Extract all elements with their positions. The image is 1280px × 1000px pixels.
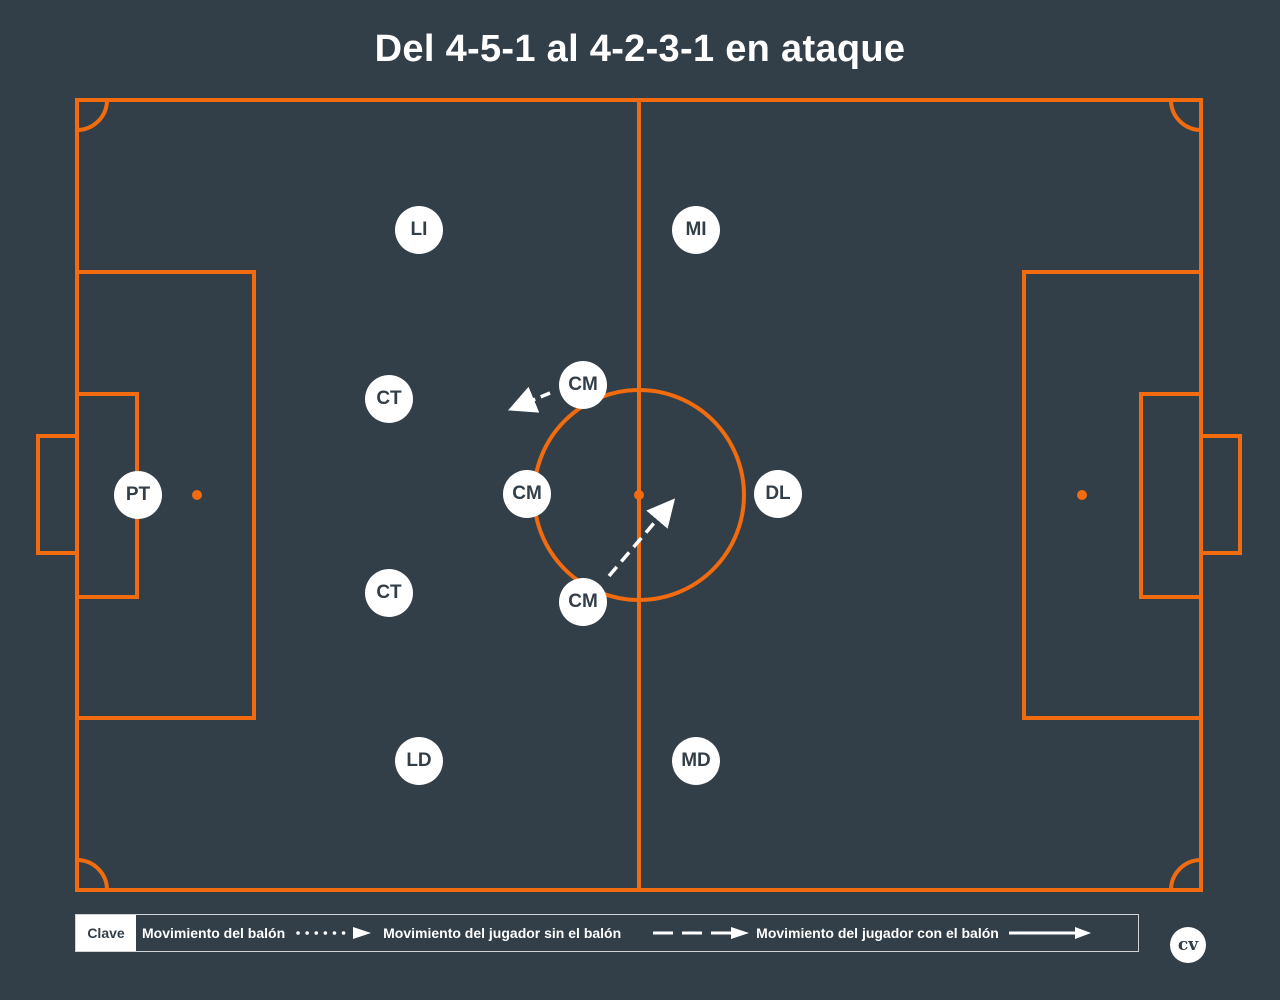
legend: Clave Movimiento del balón Movimiento de… — [75, 914, 1139, 952]
left-goal — [36, 434, 79, 555]
player-li: LI — [395, 206, 443, 254]
player-cm-top: CM — [559, 361, 607, 409]
corner-arc-top-right — [1169, 99, 1202, 132]
corner-arc-bottom-left — [76, 858, 109, 891]
player-cm-bottom: CM — [559, 578, 607, 626]
right-goal — [1199, 434, 1242, 555]
cv-logo-text: CV — [1177, 935, 1199, 955]
legend-player-without-ball: Movimiento del jugador sin el balón — [383, 925, 751, 941]
player-ld: LD — [395, 737, 443, 785]
player-dl: DL — [754, 470, 802, 518]
corner-arc-bottom-right — [1169, 858, 1202, 891]
dashed-arrow-icon — [653, 927, 750, 939]
dotted-arrow-icon — [296, 927, 372, 939]
player-mi: MI — [672, 206, 720, 254]
corner-arc-top-left — [76, 99, 109, 132]
player-pt: PT — [114, 471, 162, 519]
player-cm-center: CM — [503, 470, 551, 518]
solid-arrow-icon — [1008, 927, 1091, 939]
left-penalty-area — [75, 270, 256, 720]
movement-arrow-cm-top — [508, 386, 551, 413]
page-title: Del 4-5-1 al 4-2-3-1 en ataque — [374, 28, 906, 70]
player-ct-top: CT — [365, 375, 413, 423]
center-spot — [634, 490, 644, 500]
cv-logo: CV — [1170, 927, 1206, 963]
right-goal-area — [1139, 392, 1203, 599]
player-md: MD — [672, 737, 720, 785]
right-penalty-spot — [1077, 490, 1087, 500]
movement-arrow-cm-bottom — [607, 498, 676, 578]
legend-ball-movement-label: Movimiento del balón — [142, 925, 286, 941]
legend-ball-movement: Movimiento del balón — [142, 925, 373, 941]
legend-player-with-ball-label: Movimiento del jugador con el balón — [756, 925, 999, 941]
legend-key-label: Clave — [76, 915, 136, 951]
left-penalty-spot — [192, 490, 202, 500]
legend-player-with-ball: Movimiento del jugador con el balón — [756, 925, 1093, 941]
player-ct-bottom: CT — [365, 569, 413, 617]
legend-player-without-ball-label: Movimiento del jugador sin el balón — [383, 925, 622, 941]
right-penalty-area — [1022, 270, 1203, 720]
